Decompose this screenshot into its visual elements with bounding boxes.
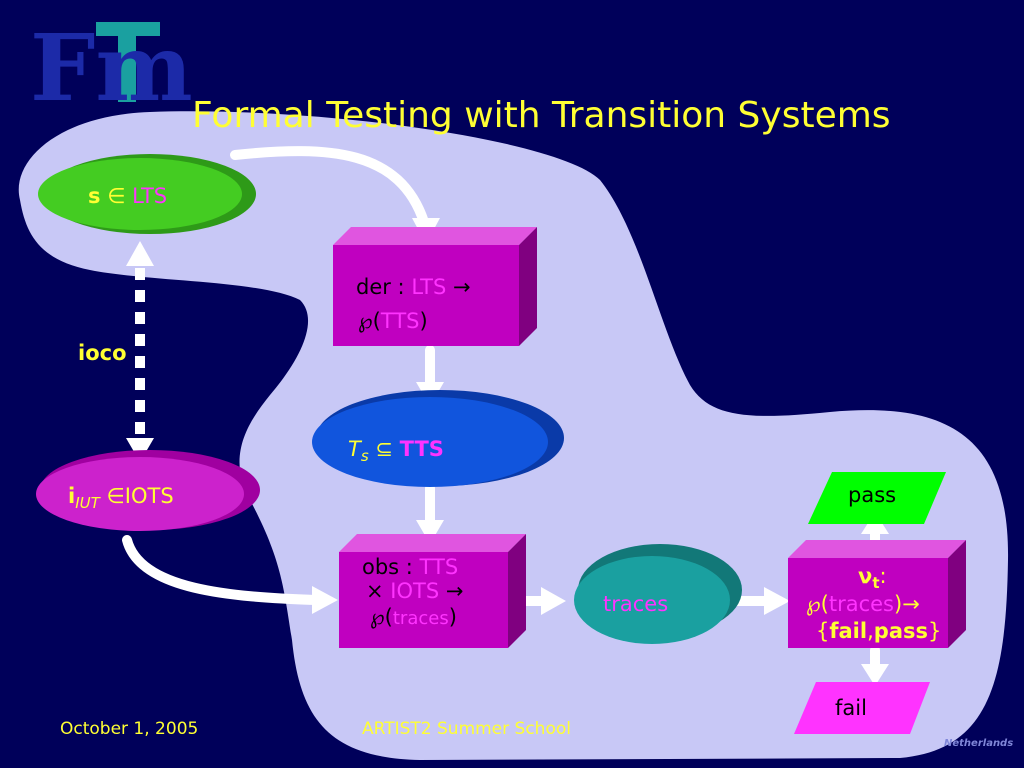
der-arrow: → (452, 275, 471, 299)
der-set-lts: LTS (411, 275, 447, 299)
spec-label: s ∈ LTS (88, 184, 168, 208)
obs-powerset: ℘ (370, 605, 385, 629)
obs-label-line2: × IOTS → (366, 579, 464, 603)
pass-label: pass (848, 483, 897, 507)
spec-op: ∈ (107, 184, 126, 208)
verdict-pass: pass (873, 619, 928, 643)
obs-arrow: → (445, 579, 464, 603)
arrow-head-iut-obs (312, 586, 338, 614)
der-powerset: ℘ (358, 309, 373, 333)
arrow-heads (126, 218, 889, 686)
arrow-head-traces (541, 587, 566, 615)
logo-letters: Fm (30, 14, 193, 122)
verdict-label-line2: ℘(traces)→ (806, 592, 920, 616)
obs-open: ( (384, 605, 393, 629)
iut-op: ∈ (106, 484, 125, 508)
obs-traces: traces (392, 608, 449, 629)
footer-country: Netherlands (944, 738, 1014, 749)
arrow-spec-to-der (230, 146, 429, 227)
verdict-colon: : (879, 564, 887, 588)
obs-set-tts: TTS (419, 555, 459, 579)
verdict-nu: ν (858, 564, 873, 588)
ioco-head-down (126, 438, 154, 462)
ioco-label: ioco (78, 341, 127, 365)
arrow-head-obs (416, 520, 444, 544)
ioco-head-up (126, 241, 154, 266)
der-box (333, 227, 537, 346)
iut-set: IOTS (124, 484, 174, 508)
tests-set: TTS (399, 437, 444, 461)
der-set-tts: TTS (380, 309, 420, 333)
verdict-arrow: → (902, 592, 920, 616)
obs-prefix: obs : (362, 555, 420, 579)
obs-box (339, 534, 526, 648)
verdict-label-line3: {fail,pass} (816, 619, 942, 643)
verdict-open: ( (820, 592, 829, 616)
arrow-head-verdict (764, 587, 790, 615)
traces-label: traces (603, 592, 669, 616)
obs-cross: × (366, 579, 384, 603)
der-close: ) (419, 309, 428, 333)
tests-label: Ts ⊆ TTS (348, 437, 444, 466)
arrow-iut-to-obs (122, 535, 321, 605)
arrow-head-fail (861, 664, 889, 686)
tests-sub: s (360, 447, 369, 466)
spec-ellipse (38, 154, 256, 234)
iut-label: iIUT ∈IOTS (68, 484, 174, 513)
tests-ellipse (312, 390, 564, 487)
obs-close: ) (448, 605, 457, 629)
spec-symbol: s (88, 184, 101, 208)
verdict-lbrace: { (816, 619, 830, 643)
verdict-powerset: ℘ (806, 592, 821, 616)
fail-label: fail (835, 696, 867, 720)
verdict-fail: fail (829, 619, 868, 643)
footer-school: ARTIST2 Summer School (362, 719, 571, 739)
iut-sub: IUT (75, 494, 100, 513)
footer-date: October 1, 2005 (60, 719, 199, 739)
verdict-label-line1: νt: (858, 564, 887, 593)
tests-symbol: T (348, 437, 361, 461)
verdict-rbrace: } (927, 619, 942, 643)
der-label-line2: ℘(TTS) (358, 309, 428, 333)
verdict-close: ) (894, 592, 903, 616)
verdict-sub: t (872, 574, 880, 593)
verdict-traces: traces (828, 592, 895, 616)
fmt-logo: Fm (30, 14, 193, 122)
der-prefix: der : (356, 275, 412, 299)
verdict-comma: , (867, 619, 874, 643)
fail-shape (794, 682, 930, 734)
pass-shape (808, 472, 946, 524)
iut-symbol: i (68, 484, 76, 508)
iut-ellipse (36, 450, 260, 531)
slide-title: Formal Testing with Transition Systems (192, 95, 891, 136)
der-label-line1: der : LTS → (356, 275, 471, 299)
obs-label-line3: ℘(traces) (370, 605, 457, 629)
verdict-box (788, 540, 966, 648)
obs-set-iots: IOTS (390, 579, 440, 603)
obs-label-line1: obs : TTS (362, 555, 459, 579)
spec-set: LTS (132, 184, 168, 208)
tests-op: ⊆ (375, 437, 393, 461)
der-open: ( (372, 309, 381, 333)
traces-ellipse (574, 544, 742, 644)
